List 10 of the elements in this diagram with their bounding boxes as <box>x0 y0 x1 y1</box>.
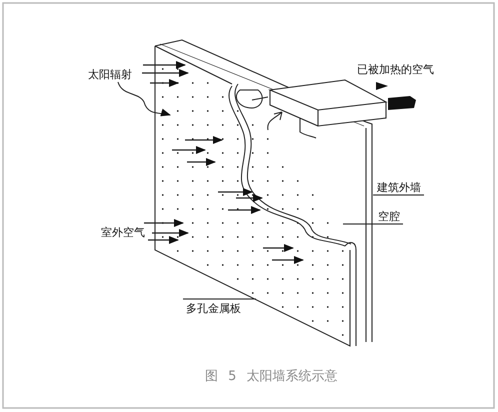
callout-label: 空腔 <box>378 210 400 223</box>
figure-caption: 图 5 太阳墙系统示意 <box>205 370 338 383</box>
callout-label: 多孔金属板 <box>186 302 241 315</box>
callout-label: 建筑外墙 <box>377 181 421 194</box>
leader-line <box>182 298 256 300</box>
leader-line <box>372 194 424 196</box>
air-label: 室外空气 <box>101 226 145 239</box>
callout-label: 太阳辐射 <box>88 68 132 81</box>
air-label: 已被加热的空气 <box>357 63 434 76</box>
leader-line <box>118 82 171 117</box>
